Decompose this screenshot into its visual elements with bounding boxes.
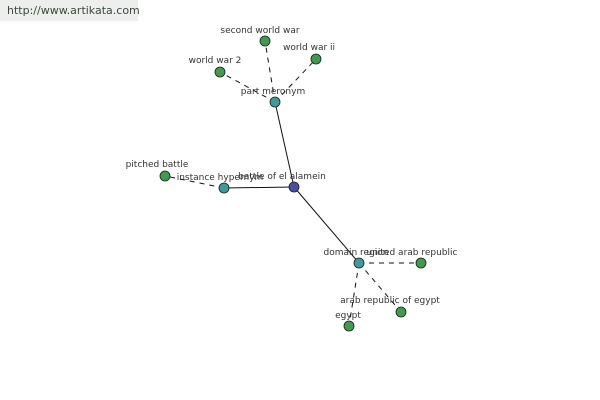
node-label-are: arab republic of egypt xyxy=(340,296,440,306)
node-label-center: battle of el alamein xyxy=(238,172,326,182)
edge-inst-pitched xyxy=(164,175,225,189)
node-inst[interactable] xyxy=(218,182,230,194)
node-domain[interactable] xyxy=(353,257,365,269)
node-label-domain: domain region xyxy=(323,248,388,258)
nodes-layer xyxy=(159,35,427,332)
edge-center-inst xyxy=(223,186,295,189)
node-label-egypt: egypt xyxy=(335,311,361,321)
node-part[interactable] xyxy=(269,96,281,108)
edge-domain-egypt xyxy=(348,262,360,327)
watermark-url: http://www.artikata.com xyxy=(7,4,140,17)
node-label-part: part meronym xyxy=(241,87,305,97)
node-sww[interactable] xyxy=(259,35,271,47)
edge-part-ww2 xyxy=(219,71,276,103)
edge-domain-are xyxy=(358,262,402,313)
node-label-inst: instance hypernym xyxy=(177,173,264,183)
node-wwii[interactable] xyxy=(310,53,322,65)
node-are[interactable] xyxy=(395,306,407,318)
node-label-uar: united arab republic xyxy=(367,248,458,258)
node-label-ww2: world war 2 xyxy=(189,56,242,66)
node-label-wwii: world war ii xyxy=(283,43,335,53)
node-ww2[interactable] xyxy=(214,66,226,78)
node-center[interactable] xyxy=(288,181,300,193)
labels-layer: battle of el alamein part meronym instance… xyxy=(126,26,458,321)
node-label-sww: second world war xyxy=(220,26,299,36)
node-label-pitched: pitched battle xyxy=(126,160,189,170)
edge-part-sww xyxy=(264,40,276,103)
edge-center-part xyxy=(274,101,295,188)
edge-center-domain xyxy=(293,186,360,264)
edges-layer xyxy=(164,40,421,327)
node-egypt[interactable] xyxy=(343,320,355,332)
node-pitched[interactable] xyxy=(159,170,171,182)
node-uar[interactable] xyxy=(415,257,427,269)
watermark-banner: http://www.artikata.com xyxy=(0,0,140,21)
